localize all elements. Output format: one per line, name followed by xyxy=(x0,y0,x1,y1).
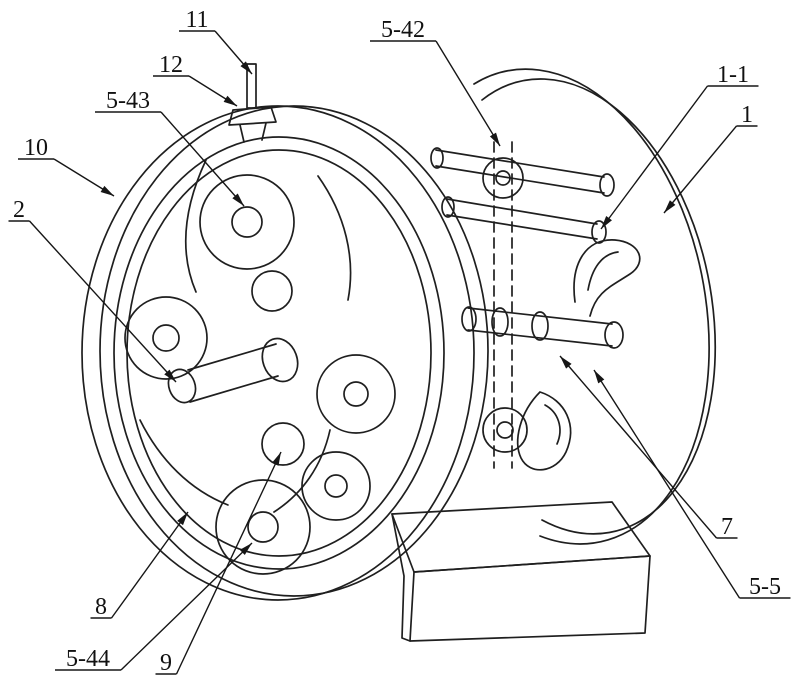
callout-label: 8 xyxy=(95,594,107,620)
callout-5-5: 5-5 xyxy=(593,369,791,600)
callout-label: 2 xyxy=(13,197,25,223)
idler-bottom xyxy=(261,422,305,466)
callout-label: 11 xyxy=(185,7,208,33)
roller-top xyxy=(199,174,295,270)
center-shaft xyxy=(167,337,299,404)
callout-label: 12 xyxy=(159,52,183,78)
callout-label: 10 xyxy=(24,135,48,161)
callout-8: 8 xyxy=(90,511,189,620)
callout-7: 7 xyxy=(559,355,738,540)
callout-5-43: 5-43 xyxy=(95,88,245,207)
upper-shaft-assembly xyxy=(430,147,615,244)
callout-label: 1-1 xyxy=(717,62,749,88)
callout-9: 9 xyxy=(155,451,282,676)
rear-disc xyxy=(473,68,717,545)
scoop-blade-lower xyxy=(517,391,572,471)
callout-12: 12 xyxy=(153,52,238,107)
callout-label: 5-44 xyxy=(66,646,110,672)
callout-1: 1 xyxy=(663,102,758,214)
base-stand xyxy=(391,501,651,642)
roller-left xyxy=(124,296,208,380)
idler-top xyxy=(251,270,293,312)
callout-label: 9 xyxy=(160,650,172,676)
gear-lower-right xyxy=(301,451,371,521)
callout-11: 11 xyxy=(179,7,253,75)
callout-label: 1 xyxy=(741,102,753,128)
roller-right xyxy=(316,354,396,434)
callout-2: 2 xyxy=(8,197,177,383)
callout-label: 5-42 xyxy=(381,17,425,43)
callout-1-1: 1-1 xyxy=(600,62,759,230)
top-pin xyxy=(228,63,277,143)
callout-10: 10 xyxy=(18,135,115,197)
callout-label: 5-5 xyxy=(749,574,781,600)
scoop-blade-upper xyxy=(573,239,641,317)
drum-rim xyxy=(81,105,489,601)
callout-label: 7 xyxy=(721,514,733,540)
callout-label: 5-43 xyxy=(106,88,150,114)
roller-bottom xyxy=(215,479,311,575)
chain-drive xyxy=(482,141,528,469)
callout-5-42: 5-42 xyxy=(370,17,501,147)
drum-face-cutouts xyxy=(139,159,352,513)
callout-5-44: 5-44 xyxy=(55,542,253,672)
middle-shaft-assembly xyxy=(461,306,624,349)
